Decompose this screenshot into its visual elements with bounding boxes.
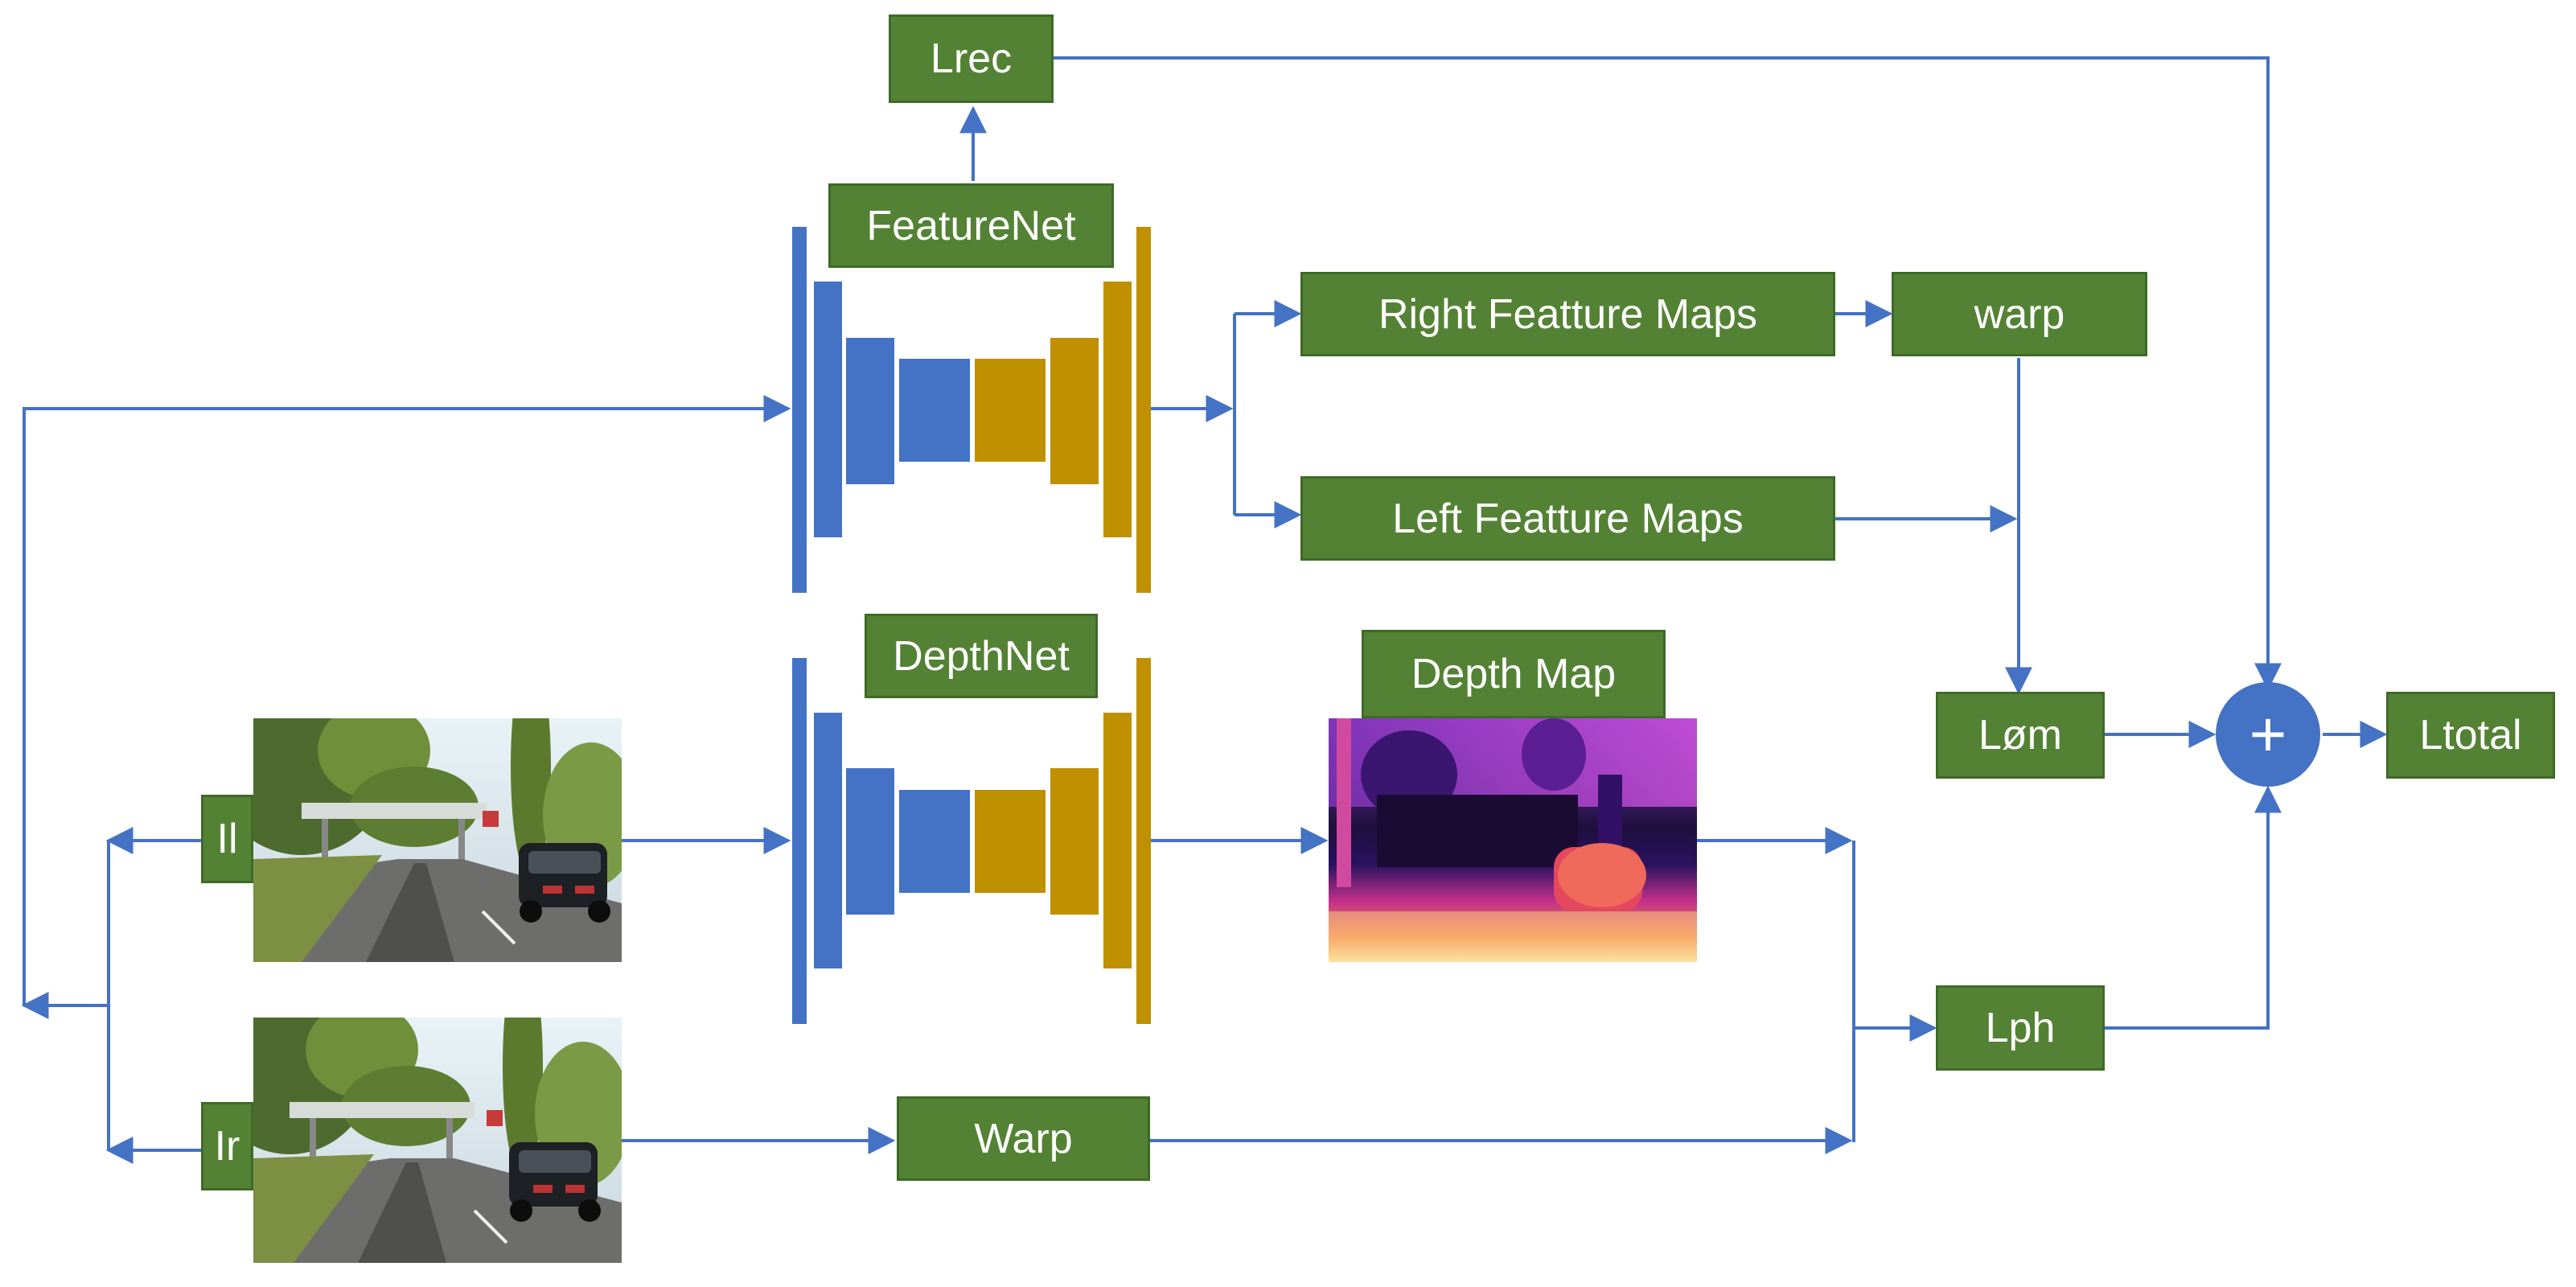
arrow-lph-to-sum [2105, 785, 2282, 1030]
lph-label: Lph [1985, 1005, 2056, 1051]
featurenet-encoder-layer-1 [792, 227, 807, 593]
featurenet-encoder-layer-2 [814, 282, 842, 537]
depthnet-encoder-layer-4 [899, 790, 970, 893]
depth-map-image [1329, 718, 1697, 962]
lph-box: Lph [1936, 985, 2105, 1071]
depthnet-decoder-layer-4 [1136, 658, 1151, 1024]
warp-box-lower: warp [1892, 272, 2147, 356]
featurenet-architecture [792, 227, 1151, 593]
lrec-label: Lrec [930, 35, 1013, 82]
depthnet-label: DepthNet [893, 632, 1070, 680]
depth-map-label: Depth Map [1411, 651, 1617, 697]
ir-box: Ir [201, 1102, 253, 1190]
depthnet-architecture [792, 658, 1151, 1024]
arrow-lrec-to-sum [1054, 56, 2282, 691]
warp-box-upper: Warp [897, 1096, 1150, 1181]
depthnet-encoder-layer-1 [792, 658, 807, 1024]
ltotal-label: Ltotal [2419, 712, 2522, 759]
featurenet-decoder-layer-4 [1136, 227, 1151, 593]
sum-plus-label: + [2249, 698, 2287, 770]
left-image [253, 718, 622, 962]
lrec-box: Lrec [889, 14, 1054, 103]
depthnet-decoder-layer-1 [975, 790, 1046, 893]
ltotal-box: Ltotal [2386, 692, 2555, 779]
right-feature-maps-label: Right Featture Maps [1378, 290, 1758, 338]
depthnet-encoder-layer-3 [846, 768, 894, 915]
featurenet-label: FeatureNet [866, 202, 1076, 249]
il-label: Il [216, 816, 238, 862]
right-feature-maps-box: Right Featture Maps [1300, 272, 1835, 356]
featurenet-encoder-layer-4 [899, 359, 970, 462]
lom-label: Løm [1978, 712, 2062, 759]
featurenet-encoder-layer-3 [846, 338, 894, 484]
right-image [253, 1018, 622, 1263]
featurenet-decoder-layer-2 [1050, 338, 1099, 484]
arrow-loop-to-featurenet [23, 395, 791, 1005]
sum-symbol: + [2216, 682, 2320, 787]
left-feature-maps-label: Left Featture Maps [1392, 495, 1744, 542]
depth-map-label-box: Depth Map [1362, 630, 1666, 718]
depthnet-decoder-layer-3 [1103, 713, 1132, 968]
depthnet-decoder-layer-2 [1050, 768, 1099, 915]
featurenet-decoder-layer-3 [1103, 282, 1132, 537]
depthnet-encoder-layer-2 [814, 713, 842, 968]
left-feature-maps-box: Left Featture Maps [1300, 476, 1835, 561]
il-box: Il [201, 795, 253, 883]
depthnet-label-box: DepthNet [865, 614, 1098, 698]
warp-upper-label: Warp [974, 1115, 1073, 1162]
warp-lower-label: warp [1974, 290, 2065, 338]
featurenet-decoder-layer-1 [975, 359, 1046, 462]
ir-label: Ir [214, 1123, 240, 1170]
sum-node [2216, 682, 2320, 787]
featurenet-label-box: FeatureNet [828, 183, 1114, 268]
lom-box: Løm [1936, 692, 2105, 779]
